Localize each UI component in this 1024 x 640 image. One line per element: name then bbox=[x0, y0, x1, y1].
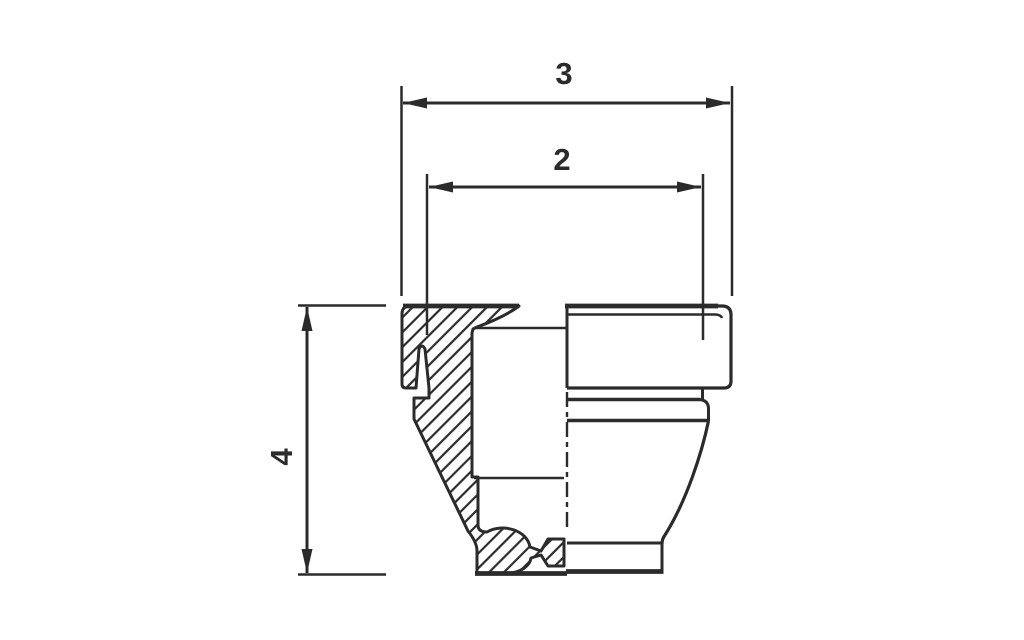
arrow-left-icon bbox=[429, 181, 453, 193]
part-cross-section-hatched bbox=[400, 304, 566, 575]
top-band-outline bbox=[565, 304, 733, 390]
part-outside-view bbox=[565, 303, 733, 574]
taper-outline bbox=[660, 420, 711, 545]
dimension-label-overall-height: 4 bbox=[264, 448, 299, 466]
dimension-label-overall-width: 3 bbox=[555, 56, 572, 91]
dimension-label-inner-width: 2 bbox=[553, 142, 570, 177]
arrow-down-icon bbox=[301, 549, 313, 573]
dimension-overall-width: 3 bbox=[400, 56, 734, 296]
arrow-right-icon bbox=[706, 97, 730, 109]
arrow-left-icon bbox=[403, 97, 427, 109]
middle-band-outer-edge bbox=[698, 398, 710, 421]
dimension-inner-width: 2 bbox=[425, 142, 705, 340]
arrow-up-icon bbox=[301, 307, 313, 331]
top-band-inner-rim bbox=[568, 313, 724, 319]
dimension-overall-height: 4 bbox=[264, 304, 386, 576]
arrow-right-icon bbox=[677, 181, 701, 193]
part-section-view bbox=[400, 303, 567, 576]
